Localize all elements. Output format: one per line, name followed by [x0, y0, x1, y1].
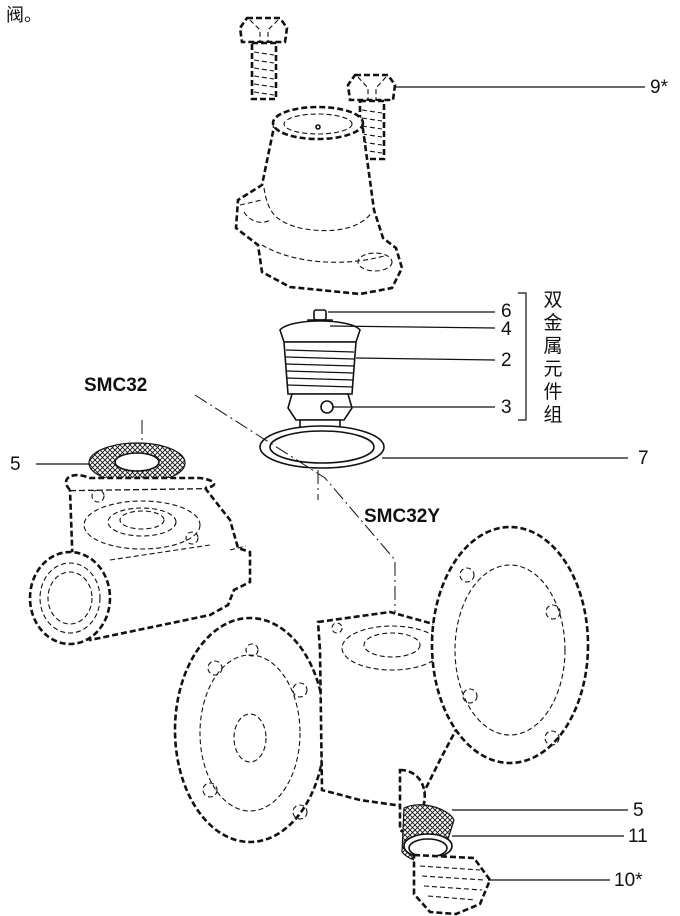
callout-6: 6 — [501, 301, 512, 322]
callout-10: 10* — [614, 870, 643, 891]
bolt-left — [238, 16, 289, 101]
smc32y-flanged-body — [173, 525, 590, 844]
assembly-axis-left — [141, 394, 396, 620]
model-label-smc32: SMC32 — [84, 375, 148, 396]
smc32-threaded-body — [28, 473, 252, 646]
callout-5-left: 5 — [10, 454, 21, 475]
leader-4 — [329, 325, 496, 329]
callout-3: 3 — [501, 397, 512, 418]
valve-cover — [234, 105, 404, 296]
callout-2: 2 — [501, 350, 512, 371]
bimetal-group-label: 双金属元件组 — [543, 290, 563, 426]
bimetal-element — [279, 309, 361, 442]
callout-4: 4 — [501, 319, 512, 340]
callout-9: 9* — [650, 77, 668, 98]
top-caption-fragment: 阀。 — [6, 5, 42, 25]
gasket-ring — [259, 425, 385, 469]
model-label-smc32y: SMC32Y — [364, 506, 441, 527]
leader-2 — [355, 357, 496, 361]
group-bracket — [518, 292, 527, 421]
bottom-strainer-parts — [401, 804, 492, 916]
callout-5-bottom: 5 — [633, 800, 644, 821]
strainer-screen-ring — [88, 442, 186, 484]
callout-7: 7 — [638, 448, 649, 469]
callout-11: 11 — [628, 826, 648, 847]
